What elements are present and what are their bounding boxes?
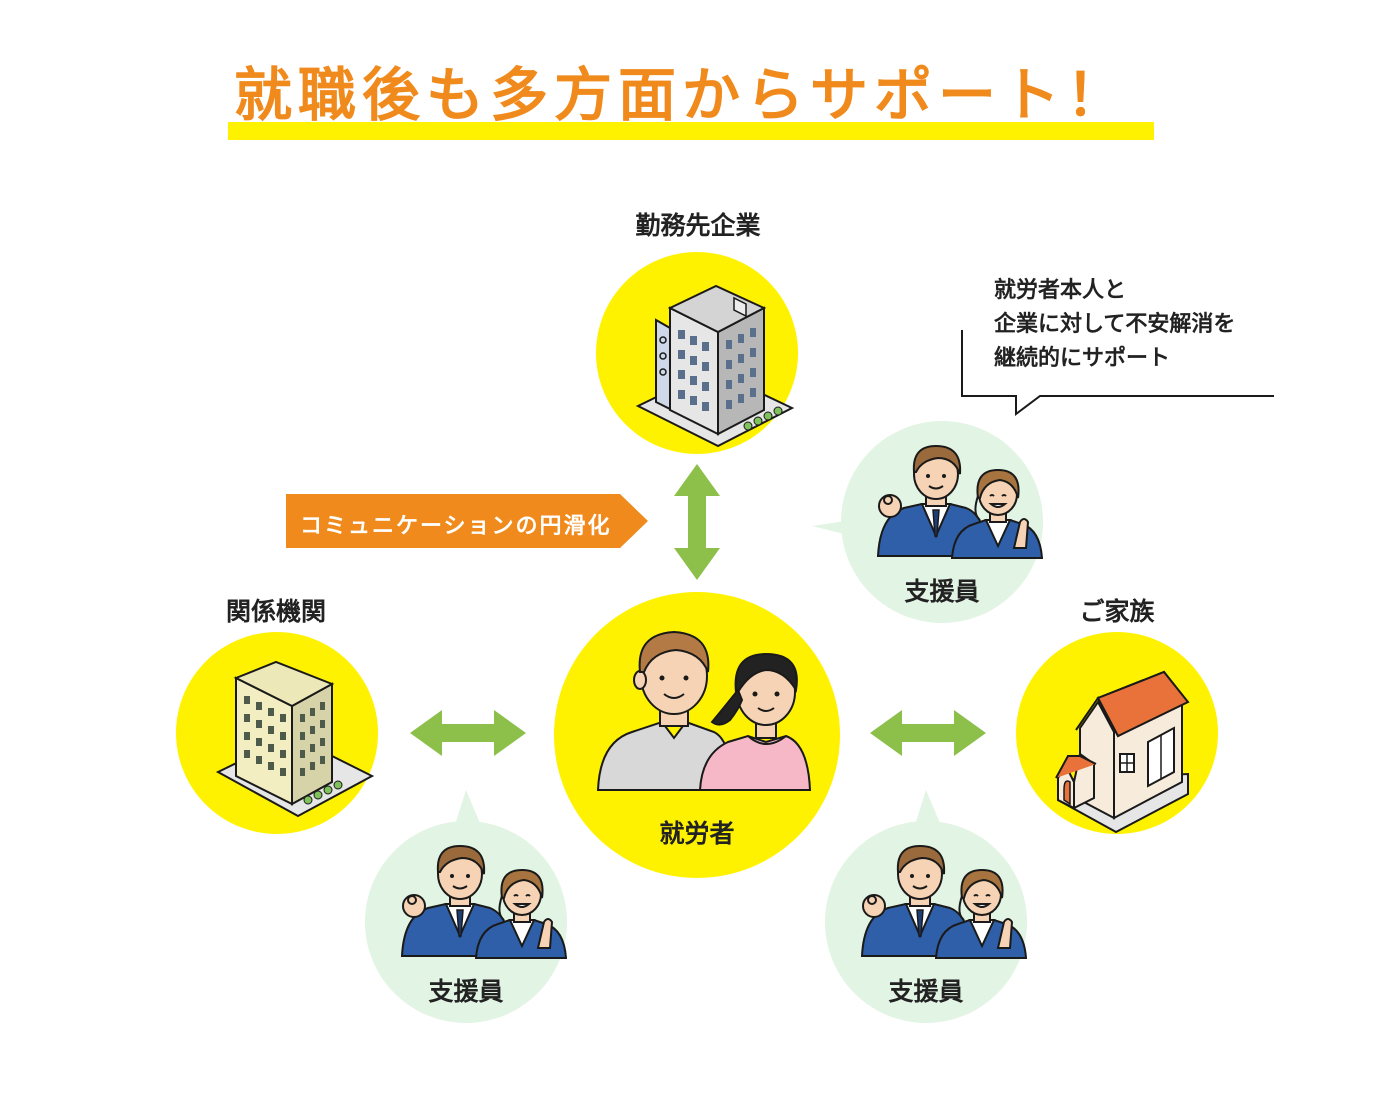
office-building-icon — [215, 660, 375, 818]
worker-circle — [554, 592, 840, 878]
supporter-staff-icon — [877, 445, 1043, 559]
speech-text: 就労者本人と 企業に対して不安解消を 継続的にサポート — [994, 274, 1235, 376]
left-double-arrow — [410, 710, 526, 756]
supporter-label-top-right: 支援員 — [904, 577, 980, 606]
speech-bubble-outline — [961, 330, 1274, 416]
speech-line-1: 就労者本人と — [994, 278, 1127, 303]
family-label: ご家族 — [1079, 597, 1155, 626]
supporter-staff-icon — [861, 845, 1027, 959]
agencies-label: 関係機関 — [225, 597, 326, 626]
worker-couple-icon — [596, 630, 812, 791]
title-text: 就職後も多方面からサポート！ — [234, 61, 1131, 129]
family-circle — [1016, 632, 1218, 834]
communication-banner-text: コミュニケーションの円滑化 — [300, 514, 612, 539]
speech-line-3: 継続的にサポート — [994, 346, 1171, 371]
page-title: 就職後も多方面からサポート！ — [228, 58, 1154, 142]
speech-line-2: 企業に対して不安解消を — [994, 312, 1236, 337]
title-highlight-bar — [228, 122, 1154, 140]
company-label: 勤務先企業 — [635, 211, 761, 240]
communication-banner-shape — [286, 494, 648, 548]
vertical-double-arrow — [674, 464, 720, 580]
worker-label: 就労者 — [659, 819, 735, 848]
agencies-circle — [176, 632, 378, 834]
supporter-label-bottom-right: 支援員 — [888, 977, 964, 1006]
house-icon — [1055, 670, 1190, 834]
supporter-label-bottom-left: 支援員 — [428, 977, 504, 1006]
right-double-arrow — [870, 710, 986, 756]
supporter-staff-icon — [401, 845, 567, 959]
office-building-icon — [635, 284, 795, 448]
company-circle — [596, 252, 798, 454]
